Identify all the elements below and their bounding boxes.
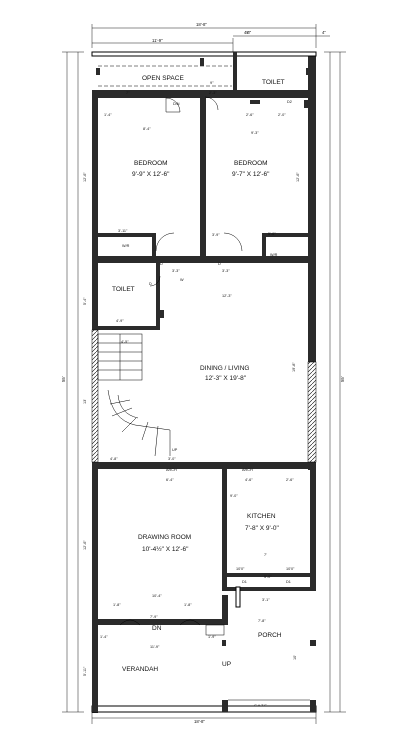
- dim-1-8b: 1'-8": [184, 603, 192, 607]
- dim-4-6: 4'-6": [245, 478, 253, 482]
- room-open-space: OPEN SPACE: [142, 75, 184, 82]
- room-bedroom-2-size: 9'-7" X 12'-6": [232, 171, 270, 178]
- label-up-stair: UP: [172, 448, 178, 452]
- internal-dimensions: 4" 9" 7" 2'-3" 2'-6" 2'-0" 1'-4" 8'-4" 9…: [83, 31, 300, 676]
- dim-7-9: 7'-9": [150, 615, 158, 619]
- dim-2-3: 2'-3": [209, 91, 217, 95]
- label-d2-mid: D: [149, 282, 152, 286]
- dim-19-8: 19'-8": [292, 362, 296, 372]
- room-dining-size: 12'-3" X 19'-8": [205, 375, 247, 382]
- label-d1-2: D1: [286, 580, 291, 584]
- dim-left-total: 55': [61, 376, 66, 382]
- dim-5-6: 5'-6": [268, 232, 276, 236]
- dim-9-3: 9'-3": [251, 131, 259, 135]
- dim-3-0: 3'-0": [168, 457, 176, 461]
- label-up-front: UP: [222, 661, 231, 668]
- dim-11-9: 11'-9": [150, 645, 160, 649]
- bedroom-walls: [92, 96, 316, 263]
- left-dimension-lines: [62, 51, 84, 713]
- label-w-1: W: [180, 278, 184, 282]
- dim-7: 7": [126, 91, 130, 95]
- dim-9-0: 9'-0": [230, 494, 238, 498]
- room-drawing-size: 10'-4½" X 12'-6": [142, 545, 189, 553]
- label-d-1: D: [160, 262, 163, 266]
- dim-1-4: 1'-4": [104, 113, 112, 117]
- label-dn-front: DN: [152, 625, 162, 632]
- staircase: [97, 333, 171, 457]
- label-arch-1: ARCH: [166, 468, 177, 472]
- dim-3-9: 3'-9": [212, 233, 220, 237]
- dim-8-4: 8'-4": [143, 127, 151, 131]
- dim-5-4: 5'-4": [83, 297, 87, 305]
- dim-10-4: 10'-4": [152, 594, 162, 598]
- dim-3-11: 3'-11": [118, 229, 128, 233]
- dim-2-6: 2'-6": [246, 113, 254, 117]
- dim-4: 4": [246, 31, 250, 35]
- site-boundary: [91, 699, 317, 713]
- room-drawing: DRAWING ROOM: [138, 534, 191, 541]
- dim-top-right: 4'6": [244, 30, 252, 35]
- top-dimension-lines: [91, 24, 330, 52]
- dim-7-mid: 7': [264, 553, 267, 557]
- dim-1-8a: 1'-8": [113, 603, 121, 607]
- dim-3-1: 3'-1": [262, 598, 270, 602]
- dim-10-0b: 10'0": [286, 567, 295, 571]
- dim-2-6b: 2'-6": [286, 478, 294, 482]
- dim-12-3: 12'-3": [222, 294, 232, 298]
- dim-top-far: 4": [322, 30, 326, 35]
- dim-top-total: 18'-8": [196, 22, 207, 27]
- top-walls: [91, 51, 317, 108]
- dim-right-total: 55': [340, 376, 345, 382]
- room-verandah: VERANDAH: [122, 666, 158, 673]
- dim-1-4b: 1'-4": [100, 635, 108, 639]
- dim-3-3b: 3'-3": [222, 269, 230, 273]
- label-wr-1: W/R: [122, 244, 130, 248]
- dim-1-9: 1'-9": [208, 635, 216, 639]
- dim-5-11: 5'-11": [83, 666, 87, 676]
- room-kitchen: KITCHEN: [247, 513, 276, 520]
- room-kitchen-size: 7'-8" X 9'-0": [245, 525, 280, 532]
- room-bedroom-1: BEDROOM: [134, 160, 168, 167]
- label-wr-2: W/R: [270, 253, 278, 257]
- label-d-2: D: [218, 262, 221, 266]
- dim-4-9: 4'-9": [116, 319, 124, 323]
- dim-top-left: 11'-9": [152, 38, 163, 43]
- room-dining: DINING / LIVING: [200, 365, 249, 372]
- label-arch-2: ARCH: [242, 468, 253, 472]
- room-porch: PORCH: [258, 632, 282, 639]
- dim-5-0: 5'-0": [264, 575, 272, 579]
- dim-2-0: 2'-0": [278, 113, 286, 117]
- bottom-dimension-line: [91, 712, 317, 724]
- dim-7-8: 7'-8": [258, 619, 266, 623]
- room-bedroom-1-size: 9'-9" X 12'-6": [132, 171, 170, 178]
- dim-6-4: 6'-4": [166, 478, 174, 482]
- dim-10: 10': [293, 655, 297, 660]
- dim-10-0a: 10'0": [236, 567, 245, 571]
- dim-4-8: 4'-8": [110, 457, 118, 461]
- dim-bottom-total: 18'-8": [194, 719, 205, 724]
- label-d2-toilet: D2: [287, 100, 292, 104]
- toilet-mid-walls: [98, 263, 164, 330]
- room-toilet-top: TOILET: [262, 79, 285, 86]
- room-toilet-mid: TOILET: [112, 286, 135, 293]
- dim-12-6a: 12'-6": [83, 172, 87, 182]
- dim-12-6c: 12'-6": [83, 540, 87, 550]
- lower-walls: [92, 469, 316, 713]
- dim-3-3a: 3'-3": [172, 269, 180, 273]
- dim-12-6b: 12'-6": [296, 172, 300, 182]
- right-dimension-lines: [324, 51, 346, 713]
- dim-9: 9": [210, 81, 214, 85]
- label-dn-top: D/N: [173, 102, 180, 106]
- label-d1-1: D1: [242, 580, 247, 584]
- dim-4-5: 4'-5": [121, 340, 129, 344]
- room-bedroom-2: BEDROOM: [234, 160, 268, 167]
- dim-13: 13': [83, 399, 87, 404]
